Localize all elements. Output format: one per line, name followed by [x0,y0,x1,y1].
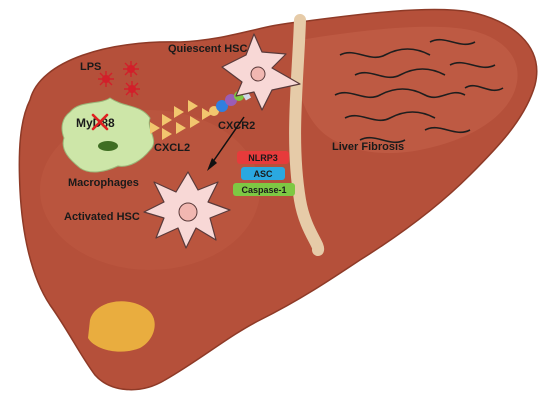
gallbladder-icon [88,301,155,352]
cxcl2-icon [150,100,212,140]
lps-icon [98,61,140,97]
arrow-icon [207,116,245,171]
activated-hsc-label: Activated HSC [64,211,140,223]
quiescent-hsc-label: Quiescent HSC [168,43,248,55]
ligament-band [289,14,325,256]
nlrp3-label: NLRP3 [248,153,278,163]
caspase1-label: Caspase-1 [241,185,286,195]
macrophage-nucleus [98,141,118,151]
caspase1-box [233,183,295,196]
cxcr2-label: CXCR2 [218,120,255,132]
macrophage-icon [61,97,155,173]
liver-fibrosis-label: Liver Fibrosis [332,141,404,153]
cxcl2-label: CXCL2 [154,142,190,154]
quiescent-hsc-nucleus [250,66,266,82]
lps-label: LPS [80,61,101,73]
nlrp3-box [237,151,289,164]
knockout-cross-icon [91,113,109,131]
macrophages-label: Macrophages [68,177,139,189]
asc-box [241,167,285,180]
activated-hsc-nucleus [178,202,198,222]
asc-label: ASC [253,169,273,179]
